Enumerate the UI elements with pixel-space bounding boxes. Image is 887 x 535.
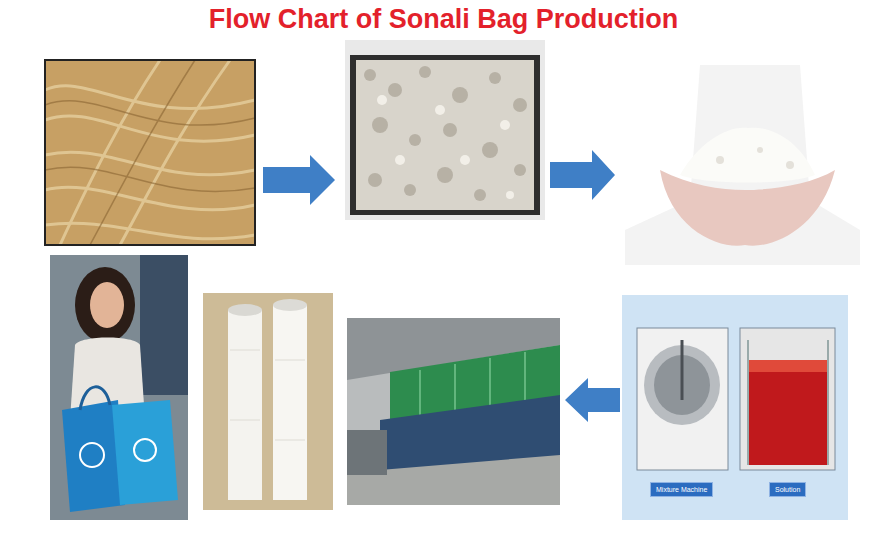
powder-photo — [625, 65, 860, 265]
flow-arrow — [550, 150, 615, 200]
bag-photo — [50, 255, 188, 520]
label-box: Mixture Machine — [650, 482, 713, 497]
chart-title: Flow Chart of Sonali Bag Production — [0, 4, 887, 35]
tray-photo — [345, 40, 545, 220]
label-text: Solution — [775, 486, 800, 493]
factory-photo — [347, 318, 560, 505]
lab-panel — [622, 295, 848, 520]
label-box: Solution — [769, 482, 806, 497]
flow-arrow — [263, 155, 335, 205]
flow-arrow — [565, 378, 620, 422]
jute-photo — [45, 60, 255, 245]
jute-fibers — [45, 60, 255, 245]
roll-photo — [203, 293, 333, 510]
label-text: Mixture Machine — [656, 486, 707, 493]
